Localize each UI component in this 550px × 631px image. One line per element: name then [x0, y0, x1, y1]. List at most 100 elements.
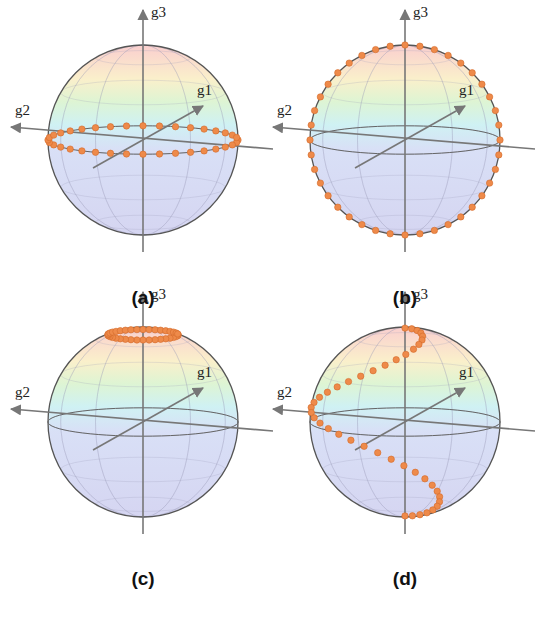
- state-dot: [372, 227, 378, 233]
- state-dot: [325, 193, 331, 199]
- state-dot: [445, 52, 451, 58]
- state-dot: [123, 151, 129, 157]
- state-dot: [325, 425, 331, 431]
- state-dot: [416, 341, 422, 347]
- axis-label: g3: [151, 287, 166, 302]
- state-dot: [409, 513, 415, 519]
- state-dot: [152, 337, 158, 343]
- state-dot: [403, 351, 409, 357]
- state-dot: [393, 357, 399, 363]
- state-dot: [107, 124, 113, 130]
- state-dot: [358, 373, 364, 379]
- axis-g2: [11, 409, 273, 431]
- state-dot: [492, 107, 498, 113]
- sphere-panel: [11, 10, 273, 252]
- state-dot: [458, 214, 464, 220]
- state-dot: [79, 148, 85, 154]
- state-dot: [346, 214, 352, 220]
- axis-g3: [142, 10, 144, 252]
- state-dot: [359, 52, 365, 58]
- state-dot: [51, 132, 57, 138]
- state-dot: [334, 384, 340, 390]
- state-dot: [229, 142, 235, 148]
- state-dot: [324, 389, 330, 395]
- state-dot: [317, 180, 323, 186]
- axis-label: g3: [151, 5, 166, 20]
- state-dot: [402, 232, 408, 238]
- state-dot: [445, 221, 451, 227]
- state-dot: [431, 46, 437, 52]
- state-dot: [213, 146, 219, 152]
- state-dot: [422, 476, 428, 482]
- state-dot: [382, 362, 388, 368]
- axis-label: g1: [459, 83, 474, 98]
- state-dot: [335, 70, 341, 76]
- state-dot: [201, 148, 207, 154]
- state-dot: [201, 126, 207, 132]
- sphere-panel: [11, 292, 273, 534]
- state-dot: [345, 378, 351, 384]
- state-dot: [92, 149, 98, 155]
- state-dot: [222, 144, 228, 150]
- state-dot: [128, 327, 134, 333]
- state-dot: [336, 431, 342, 437]
- state-dot: [486, 94, 492, 100]
- state-dot: [492, 166, 498, 172]
- state-dot: [387, 43, 393, 49]
- state-dot: [388, 456, 394, 462]
- state-dot: [401, 463, 407, 469]
- axis-label: g1: [197, 83, 212, 98]
- state-dot: [346, 60, 352, 66]
- state-dot: [424, 510, 430, 516]
- axis-g2: [11, 127, 273, 149]
- axis-g1: [355, 388, 465, 450]
- state-dot: [325, 81, 331, 87]
- state-dot: [67, 146, 73, 152]
- axis-label: g2: [15, 103, 30, 118]
- state-dot: [348, 437, 354, 443]
- state-dot: [67, 128, 73, 134]
- state-dot: [107, 150, 113, 156]
- state-dot: [486, 180, 492, 186]
- state-dot: [140, 123, 146, 129]
- state-dot: [222, 130, 228, 136]
- state-dot: [140, 151, 146, 157]
- axis-g1: [93, 388, 203, 450]
- state-dot: [92, 125, 98, 131]
- axis-label: g3: [413, 287, 428, 302]
- state-dot: [308, 152, 314, 158]
- state-dot: [311, 166, 317, 172]
- state-dot: [496, 152, 502, 158]
- state-dot: [187, 125, 193, 131]
- state-dot: [213, 128, 219, 134]
- state-dot: [316, 394, 322, 400]
- state-dot: [361, 443, 367, 449]
- state-dot: [123, 123, 129, 129]
- state-dot: [317, 94, 323, 100]
- axis-g1: [355, 106, 465, 168]
- state-dot: [308, 122, 314, 128]
- state-dot: [307, 137, 313, 143]
- state-dot: [417, 512, 423, 518]
- sphere-panel: [273, 292, 535, 534]
- state-dot: [429, 482, 435, 488]
- state-dot: [375, 450, 381, 456]
- state-dot: [187, 149, 193, 155]
- state-dot: [156, 123, 162, 129]
- state-dot: [497, 137, 503, 143]
- state-dot: [58, 144, 64, 150]
- state-dot: [335, 204, 341, 210]
- state-dot: [359, 221, 365, 227]
- state-dot: [172, 150, 178, 156]
- state-dot: [140, 326, 146, 332]
- state-dot: [140, 337, 146, 343]
- state-dot: [496, 122, 502, 128]
- state-dot: [402, 42, 408, 48]
- state-dot: [146, 337, 152, 343]
- panel-label: (d): [393, 569, 417, 588]
- axis-g2: [273, 409, 535, 431]
- axis-label: g1: [197, 365, 212, 380]
- axis-label: g3: [413, 5, 428, 20]
- state-dot: [458, 60, 464, 66]
- state-dot: [469, 70, 475, 76]
